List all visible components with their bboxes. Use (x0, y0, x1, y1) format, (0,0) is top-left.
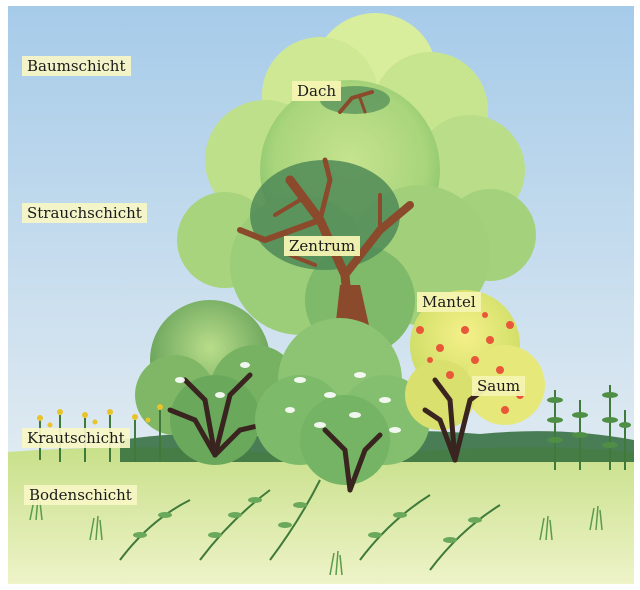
ground-layer-label: Bodenschicht (24, 485, 137, 505)
center-label: Zentrum (284, 236, 360, 256)
herb-layer-label: Krautschicht (22, 428, 130, 448)
roof-label: Dach (292, 81, 341, 101)
mantle-label: Mantel (417, 292, 481, 312)
tree-layer-label: Baumschicht (22, 56, 131, 76)
seam-label: Saum (472, 376, 525, 396)
shrub-layer-label: Strauchschicht (22, 203, 147, 223)
